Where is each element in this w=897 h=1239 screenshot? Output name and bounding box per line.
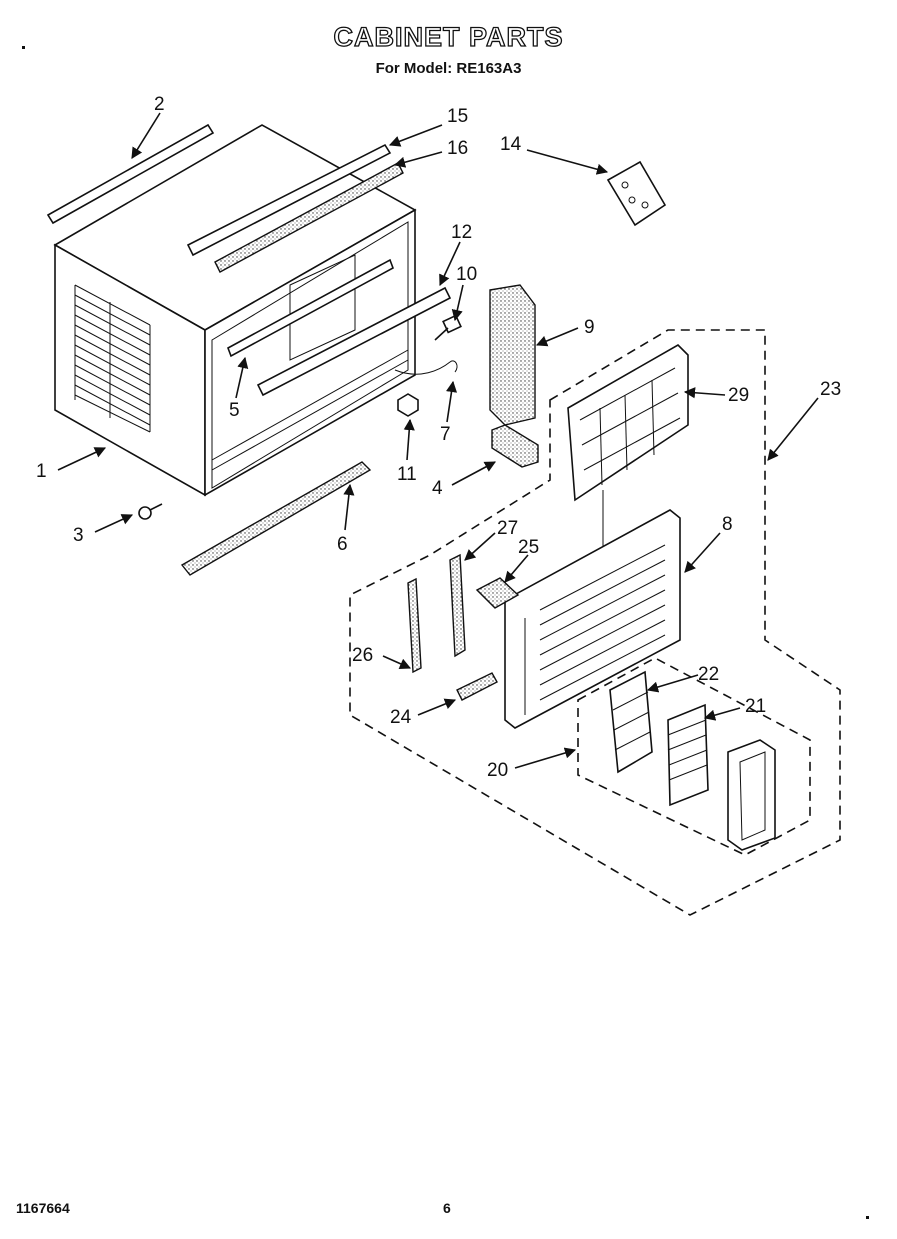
callout-24: 24 [390,707,412,728]
callout-8: 8 [722,514,733,535]
callout-20: 20 [487,760,508,781]
part-14-mounting-bracket [606,160,667,227]
part-22-louver-bracket [609,670,653,774]
part-6-bottom-rail [180,461,372,576]
callout-1: 1 [36,461,47,482]
callout-2: 2 [154,94,165,115]
callout-14: 14 [500,134,522,155]
corner-mark [866,1216,869,1219]
corner-mark [22,46,25,49]
callout-3: 3 [73,525,84,546]
part-20-louver-kit-outline [577,657,811,856]
louver-frame [727,739,776,851]
part-3-screw [138,503,163,520]
part-27-side-seal [449,553,466,658]
callout-16: 16 [447,138,468,159]
part-10-screw [434,314,462,341]
callout-12: 12 [451,222,472,243]
callout-7: 7 [440,424,451,445]
part-16-foam-strip [214,162,404,273]
callout-11: 11 [397,464,417,485]
callout-4: 4 [432,478,443,499]
callout-26: 26 [352,645,373,666]
part-25-pad [475,577,520,609]
model-subtitle: For Model: RE163A3 [375,60,522,77]
callout-25: 25 [518,537,539,558]
part-21-louver-set [667,703,709,807]
part-7-wire [394,360,458,375]
callout-27: 27 [497,518,518,539]
callout-6: 6 [337,534,348,555]
part-23-front-assembly-outline [349,329,841,916]
callout-9: 9 [584,317,595,338]
part-12-bracket [256,286,452,397]
part-15-seal [186,143,392,257]
callout-29: 29 [728,385,749,406]
part-24-block [456,672,498,701]
callout-22: 22 [698,664,719,685]
callout-5: 5 [229,400,240,421]
part-4-block [491,424,539,468]
callout-23: 23 [820,379,841,400]
part-2-top-rail [46,123,215,225]
part-11-nut [397,393,419,417]
page-number: 6 [443,1200,451,1216]
part-29-filter [567,344,689,502]
callout-10: 10 [456,264,477,285]
leader-lines [57,112,819,769]
part-26-side-seal [407,577,422,674]
callout-21: 21 [745,696,766,717]
page-title: CABINET PARTS [333,21,564,52]
document-number: 1167664 [16,1200,70,1216]
part-9-foam-pad [489,284,536,426]
callout-15: 15 [447,106,468,127]
part-8-front-grille [504,509,681,729]
part-5-strip [227,258,394,358]
